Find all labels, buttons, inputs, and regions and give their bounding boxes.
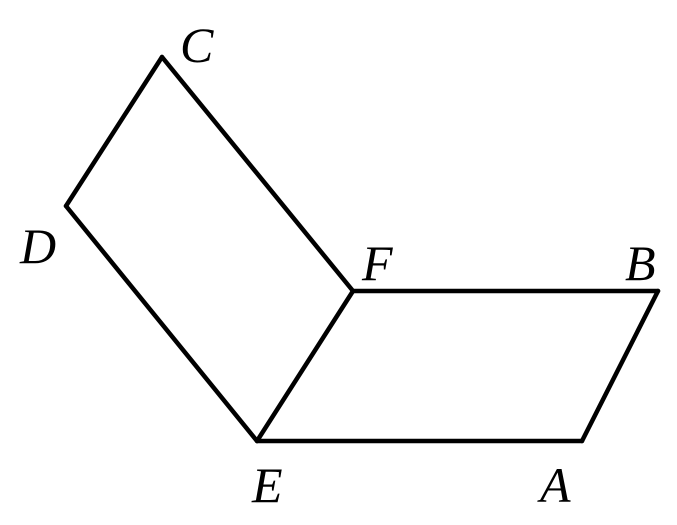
vertex-label-f: F xyxy=(361,235,393,291)
vertex-label-d: D xyxy=(19,218,56,274)
parallelogram-cdef xyxy=(63,54,356,444)
vertex-label-b: B xyxy=(625,235,656,291)
segment-ba xyxy=(579,288,661,444)
vertex-label-e: E xyxy=(251,457,283,513)
vertex-label-c: C xyxy=(180,17,214,73)
segment-ef xyxy=(254,288,356,444)
segment-cf xyxy=(159,54,356,294)
segment-cd xyxy=(63,54,165,209)
segment-de xyxy=(63,203,260,444)
vertex-label-a: A xyxy=(537,457,571,513)
parallelogram-fbae xyxy=(254,288,661,444)
